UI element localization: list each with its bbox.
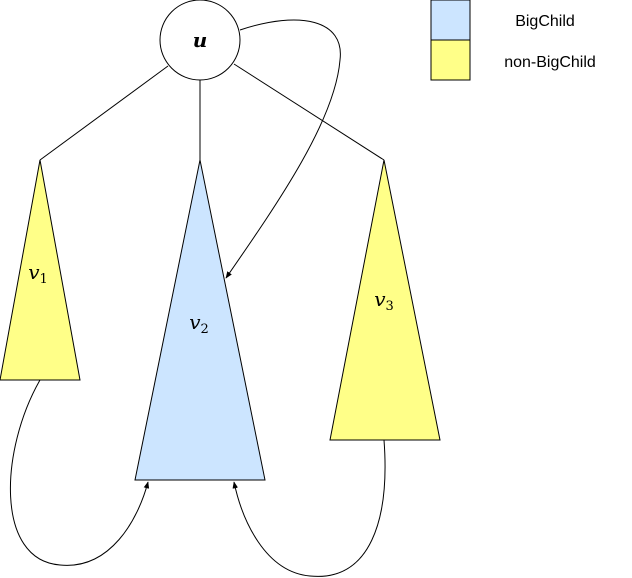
subtree-v1-triangle xyxy=(0,159,81,381)
root-node-circle xyxy=(159,0,241,81)
subtree-v1-label: v1 xyxy=(28,260,48,287)
root-node-label: u xyxy=(193,28,208,52)
arrow-u-to-v2 xyxy=(225,19,341,279)
subtree-v3-triangle xyxy=(329,159,441,441)
edge-u-v3 xyxy=(233,63,385,161)
edge-u-v1 xyxy=(39,65,169,161)
legend-swatch-bigchild xyxy=(430,0,471,41)
arrow-v3-to-v2 xyxy=(232,439,386,577)
subtree-v2-triangle xyxy=(134,159,266,481)
legend-label-bigchild: BigChild xyxy=(515,13,575,30)
subtree-v2-label: v2 xyxy=(189,310,209,337)
legend: BigChild non-BigChild xyxy=(430,0,596,81)
legend-label-non-bigchild: non-BigChild xyxy=(504,54,596,71)
legend-swatch-non-bigchild xyxy=(430,39,471,81)
arrow-v1-to-v2 xyxy=(10,379,150,566)
subtree-v3-label: v3 xyxy=(374,287,394,314)
